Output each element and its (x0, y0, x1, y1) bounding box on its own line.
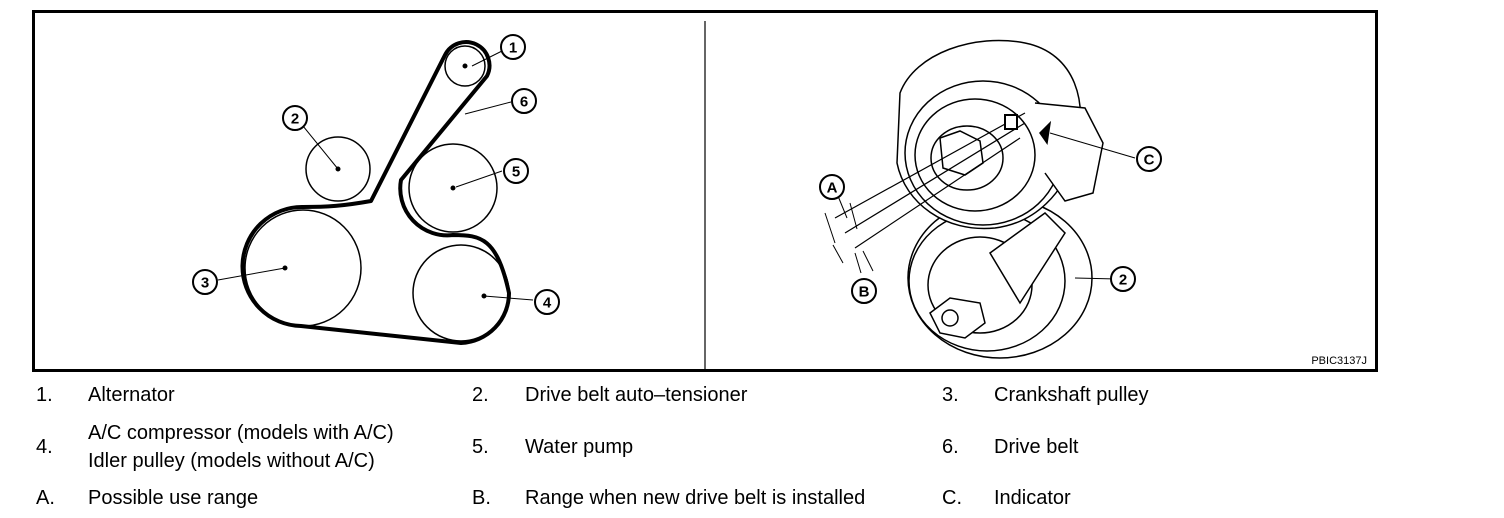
diagram-figure: 1 2 3 4 5 6 (32, 10, 1378, 372)
pulley-water-pump (408, 143, 498, 233)
callout-2: 2 (282, 105, 308, 131)
figure-code: PBIC3137J (1311, 355, 1367, 367)
legend-key: 1. (36, 384, 53, 406)
svg-text:6: 6 (520, 94, 528, 111)
svg-text:3: 3 (201, 275, 209, 292)
legend-label-water-pump: Water pump (525, 436, 634, 458)
legend-key: A. (36, 487, 55, 509)
drive-belt (240, 40, 512, 345)
legend-label-idler-pulley: Idler pulley (models without A/C) (88, 450, 375, 472)
legend-label-new-belt-range: Range when new drive belt is installed (525, 487, 866, 509)
legend-label-auto-tensioner: Drive belt auto–tensioner (525, 384, 748, 406)
legend-key: 4. (36, 436, 53, 458)
legend-label-crankshaft-pulley: Crankshaft pulley (994, 384, 1149, 406)
legend-key: 3. (942, 384, 959, 406)
callout-5: 5 (503, 158, 529, 184)
callout-b: B (851, 278, 877, 304)
legend-key: 6. (942, 436, 959, 458)
callout-1: 1 (500, 34, 526, 60)
callout-3: 3 (192, 269, 218, 295)
legend-label-alternator: Alternator (88, 384, 175, 406)
svg-text:2: 2 (291, 111, 299, 128)
legend-key: B. (472, 487, 491, 509)
diagram-drawing: 1 2 3 4 5 6 (192, 21, 1162, 369)
auto-tensioner-drawing (824, 39, 1136, 359)
pulley-auto-tensioner (305, 136, 371, 202)
legend-key: 2. (472, 384, 489, 406)
svg-text:B: B (859, 284, 870, 301)
pulley-alternator (444, 45, 486, 87)
legend-label-possible-use-range: Possible use range (88, 487, 259, 509)
svg-text:2: 2 (1119, 272, 1127, 289)
callout-6: 6 (511, 88, 537, 114)
callout-4: 4 (534, 289, 560, 315)
svg-text:A: A (827, 180, 838, 197)
callout-c: C (1136, 146, 1162, 172)
svg-text:C: C (1144, 152, 1155, 169)
svg-text:1: 1 (509, 40, 517, 57)
callout-2-tensioner: 2 (1110, 266, 1136, 292)
legend-label-drive-belt: Drive belt (994, 436, 1079, 458)
callout-a: A (819, 174, 845, 200)
legend: 1. Alternator 2. Drive belt auto–tension… (0, 372, 1504, 518)
legend-label-ac-compressor: A/C compressor (models with A/C) (88, 422, 394, 444)
svg-text:5: 5 (512, 164, 520, 181)
legend-label-indicator: Indicator (994, 487, 1071, 509)
belt-routing-diagram (217, 40, 534, 345)
legend-key: C. (942, 487, 962, 509)
svg-text:4: 4 (543, 295, 552, 312)
legend-key: 5. (472, 436, 489, 458)
